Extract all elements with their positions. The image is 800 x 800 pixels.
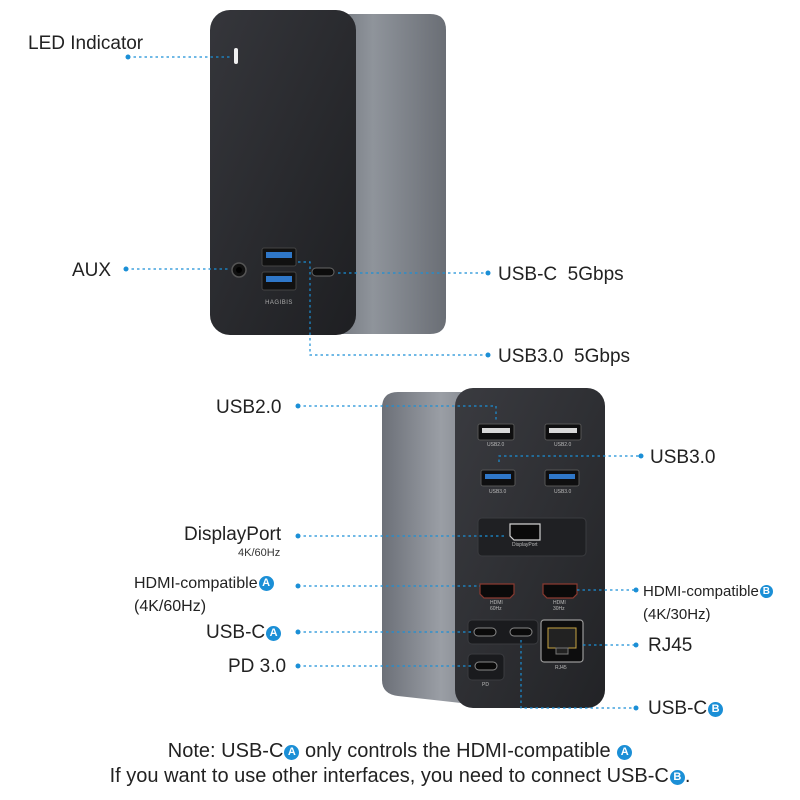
brand-logo: HAGIBIS: [265, 300, 293, 306]
label-led-indicator: LED Indicator: [28, 33, 144, 54]
label-usbc-b-text: USB-C: [648, 698, 708, 719]
label-aux: AUX: [72, 260, 112, 281]
leader-usbc-b: [520, 640, 636, 709]
back-usbc-b-port: [509, 627, 533, 637]
label-rj45: RJ45: [648, 635, 693, 656]
badge-a-icon: A: [617, 745, 633, 760]
engrave-usb20-left: USB2.0: [487, 442, 505, 448]
label-displayport: DisplayPort: [184, 524, 282, 545]
engrave-hdmi-b-rate: 30Hz: [553, 606, 565, 612]
engrave-hdmi-a: HDMI: [490, 600, 503, 606]
leader-usb20: [298, 405, 497, 420]
led-indicator-light: [234, 48, 238, 64]
label-displayport-spec: 4K/60Hz: [238, 547, 281, 559]
engrave-hdmi-b: HDMI: [553, 600, 566, 606]
engrave-usb30-right: USB3.0: [554, 489, 572, 495]
engrave-usb30-left: USB3.0: [489, 489, 507, 495]
engrave-pd: PD: [482, 682, 489, 688]
back-hdmi-a-port: [479, 583, 515, 599]
badge-b-icon: B: [669, 770, 685, 785]
back-pd-port: [474, 661, 498, 671]
label-usb30-front: USB3.0 5Gbps: [498, 346, 631, 367]
badge-b-icon: B: [759, 585, 773, 598]
note-line-2-end: .: [684, 765, 691, 787]
engrave-rj45: RJ45: [555, 665, 567, 671]
label-hdmi-a-spec: (4K/60Hz): [134, 598, 207, 615]
badge-b-icon: B: [708, 702, 724, 717]
engrave-usb20-right: USB2.0: [554, 442, 572, 448]
label-usb30-back: USB3.0: [650, 447, 716, 468]
badge-a-icon: A: [258, 576, 274, 591]
label-usbc-front: USB-C 5Gbps: [498, 264, 624, 285]
badge-a-icon: A: [266, 626, 282, 641]
front-usbc-port: [311, 267, 335, 277]
note-line-1-mid: only controls the HDMI-compatible: [299, 740, 617, 762]
engrave-displayport: DisplayPort: [512, 542, 538, 548]
back-displayport-port: [509, 523, 541, 541]
label-pd: PD 3.0: [228, 656, 287, 677]
label-hdmi-a-text: HDMI-compatible: [134, 575, 258, 592]
front-device-face: [210, 10, 356, 335]
leader-usb30-front: [298, 261, 488, 356]
leader-usb30: [498, 455, 641, 462]
note-line-2: If you want to use other interfaces, you…: [0, 765, 800, 788]
label-hdmi-b-text: HDMI-compatible: [643, 583, 759, 600]
label-hdmi-b-spec: (4K/30Hz): [643, 606, 711, 623]
badge-a-icon: A: [284, 745, 300, 760]
label-usbc-a-text: USB-C: [206, 622, 266, 643]
label-usb20: USB2.0: [216, 397, 282, 418]
back-hdmi-b-port: [542, 583, 578, 599]
back-usbc-a-port: [473, 627, 497, 637]
note-line-2-start: If you want to use other interfaces, you…: [109, 765, 669, 787]
engrave-hdmi-a-rate: 60Hz: [490, 606, 502, 612]
note-line-1-start: Note: USB-C: [167, 740, 284, 762]
